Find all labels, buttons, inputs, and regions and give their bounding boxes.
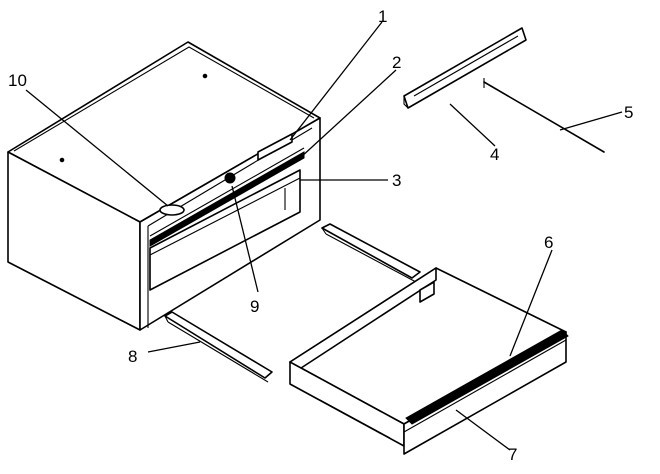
callout-9: 9 (250, 297, 259, 316)
badge-icon (159, 204, 185, 216)
leader-lines (25, 21, 623, 451)
callout-5: 5 (624, 103, 633, 122)
callout-2: 2 (392, 53, 401, 72)
callout-1: 1 (378, 7, 387, 26)
cabinet (7, 41, 321, 331)
lock-icon (224, 172, 236, 184)
callout-7: 7 (508, 445, 517, 464)
handle-recess (257, 133, 293, 161)
drawer-handle (405, 329, 569, 425)
callout-labels: 1 2 3 4 5 6 7 8 9 10 (8, 7, 633, 464)
callout-4: 4 (490, 145, 499, 164)
rail (403, 27, 527, 109)
drawer (289, 267, 569, 455)
callout-10: 10 (8, 71, 27, 90)
callout-6: 6 (544, 233, 553, 252)
trim-strip (149, 151, 305, 247)
callout-3: 3 (392, 171, 401, 190)
rod (483, 78, 605, 153)
callout-8: 8 (128, 347, 137, 366)
drawer-slide-left (164, 311, 273, 383)
drawer-slide-right (321, 223, 421, 283)
